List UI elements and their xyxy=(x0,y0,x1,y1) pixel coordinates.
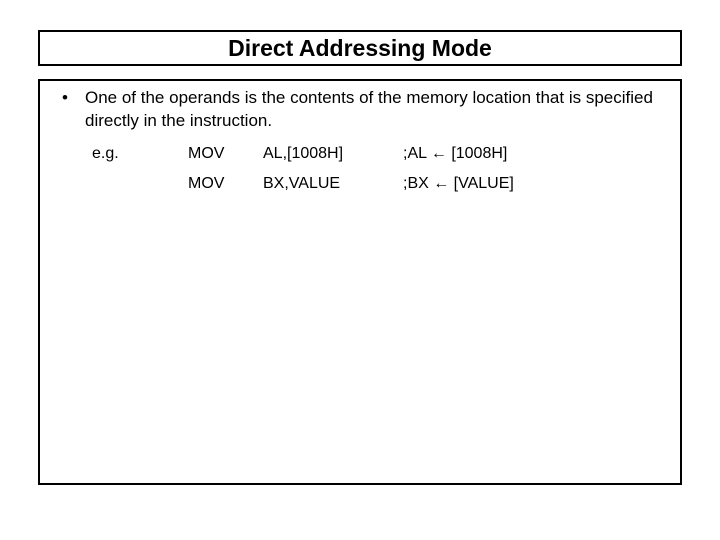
bullet-marker: • xyxy=(62,88,68,107)
example-row-1-mnemonic: MOV xyxy=(188,145,225,162)
page-title: Direct Addressing Mode xyxy=(228,34,492,61)
example-row-2-mnemonic: MOV xyxy=(188,175,225,192)
example-row-2-comment: ;BX ← [VALUE] xyxy=(403,175,514,192)
example-row-2-operands: BX,VALUE xyxy=(263,175,341,192)
content-box: • One of the operands is the contents of… xyxy=(38,79,682,485)
example-label: e.g. xyxy=(92,145,119,162)
bullet-item: • One of the operands is the contents of… xyxy=(62,86,677,132)
example-row-1-operands: AL,[1008H] xyxy=(263,145,344,162)
example-row-1-comment: ;AL ← [1008H] xyxy=(403,145,508,162)
bullet-text: One of the operands is the contents of t… xyxy=(85,88,653,130)
title-box: Direct Addressing Mode xyxy=(38,30,682,66)
